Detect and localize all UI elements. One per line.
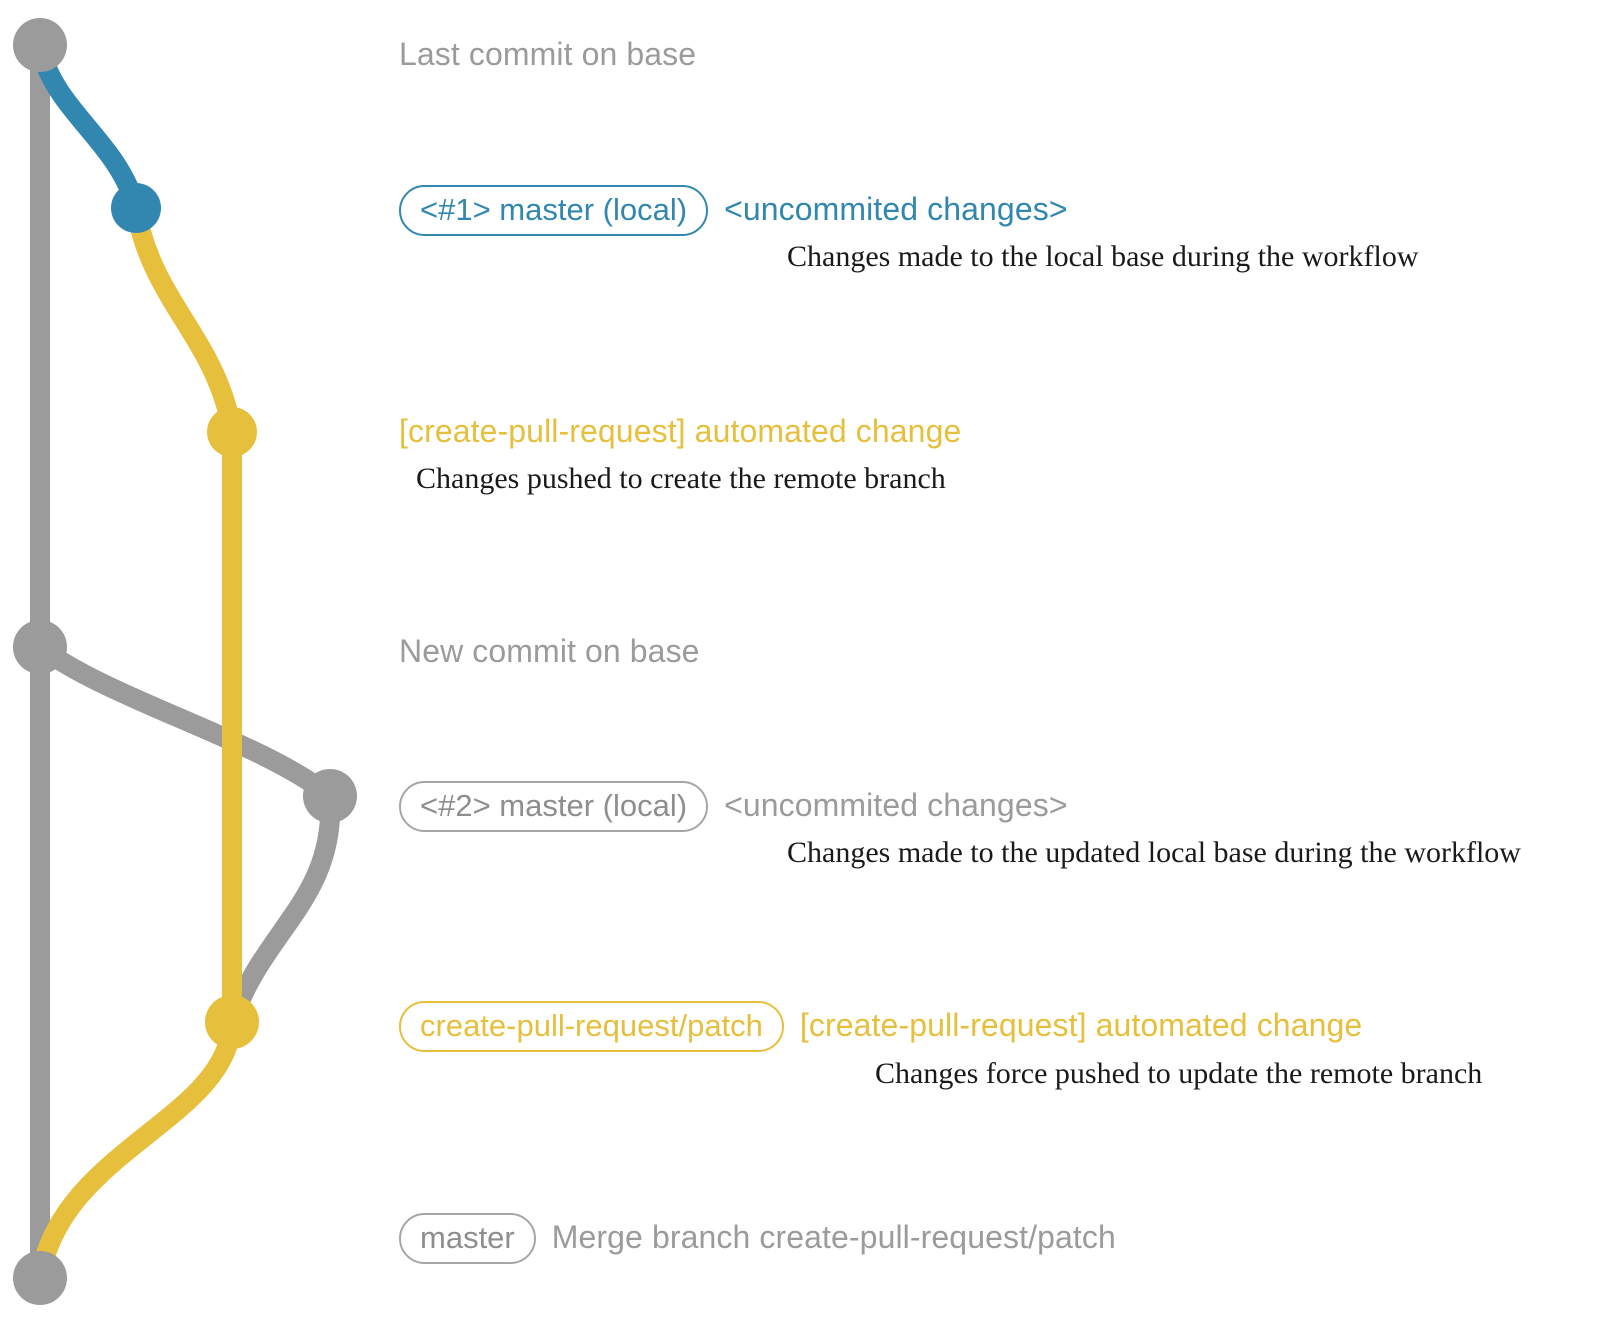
badge-master-wrap: master — [399, 1213, 536, 1264]
commit-message-master-local-1: <uncommited changes> — [724, 191, 1068, 227]
row-master-local-1: <#1> master (local) <uncommited changes> — [399, 185, 1068, 236]
commit-message-new-commit-on-base: New commit on base — [399, 633, 700, 669]
description-master-local-2: Changes made to the updated local base d… — [787, 836, 1521, 869]
edge-local2-to-patch — [222, 786, 341, 1032]
description-master-local-1: Changes made to the local base during th… — [787, 240, 1419, 273]
commit-message-master-local-2: <uncommited changes> — [724, 787, 1068, 823]
badge-master-local-1-wrap: <#1> master (local) — [399, 185, 709, 236]
description-automated-change-1: Changes pushed to create the remote bran… — [416, 462, 946, 495]
row-last-commit-on-base: Last commit on base — [399, 36, 696, 73]
branch-badge-master-local-1[interactable]: <#1> master (local) — [399, 185, 709, 236]
row-master-local-2: <#2> master (local) <uncommited changes> — [399, 781, 1068, 832]
description-automated-change-2: Changes force pushed to update the remot… — [875, 1057, 1483, 1090]
row-new-commit-on-base: New commit on base — [399, 633, 700, 670]
row-automated-change-2: create-pull-request/patch [create-pull-r… — [399, 1001, 1362, 1052]
branch-badge-master[interactable]: master — [399, 1213, 536, 1264]
commit-node-automated-change-1[interactable] — [207, 407, 257, 457]
commit-node-last-commit-on-base[interactable] — [13, 18, 67, 72]
commit-node-new-commit-on-base[interactable] — [13, 620, 67, 674]
edge-newbase-to-local2 — [30, 637, 340, 806]
commit-message-last-commit-on-base: Last commit on base — [399, 36, 697, 72]
badge-master-local-2-wrap: <#2> master (local) — [399, 781, 709, 832]
commit-node-master-local-1[interactable] — [111, 183, 161, 233]
commit-node-create-pull-request-patch[interactable] — [205, 995, 259, 1049]
commit-message-merge-commit: Merge branch create-pull-request/patch — [551, 1219, 1116, 1255]
row-merge-commit: master Merge branch create-pull-request/… — [399, 1213, 1116, 1264]
commit-graph — [13, 18, 357, 1305]
badge-create-pull-request-patch-wrap: create-pull-request/patch — [399, 1001, 784, 1052]
commit-message-automated-change-1: [create-pull-request] automated change — [399, 413, 962, 449]
commit-node-master-local-2[interactable] — [303, 769, 357, 823]
edge-patch-to-master — [30, 1012, 242, 1288]
commit-message-automated-change-2: [create-pull-request] automated change — [799, 1007, 1363, 1043]
edge-local1-to-automated — [126, 198, 242, 442]
commit-node-merge-master[interactable] — [13, 1251, 67, 1305]
branch-badge-create-pull-request-patch[interactable]: create-pull-request/patch — [399, 1001, 784, 1052]
row-automated-change-1: [create-pull-request] automated change — [399, 413, 961, 450]
branch-badge-master-local-2[interactable]: <#2> master (local) — [399, 781, 709, 832]
